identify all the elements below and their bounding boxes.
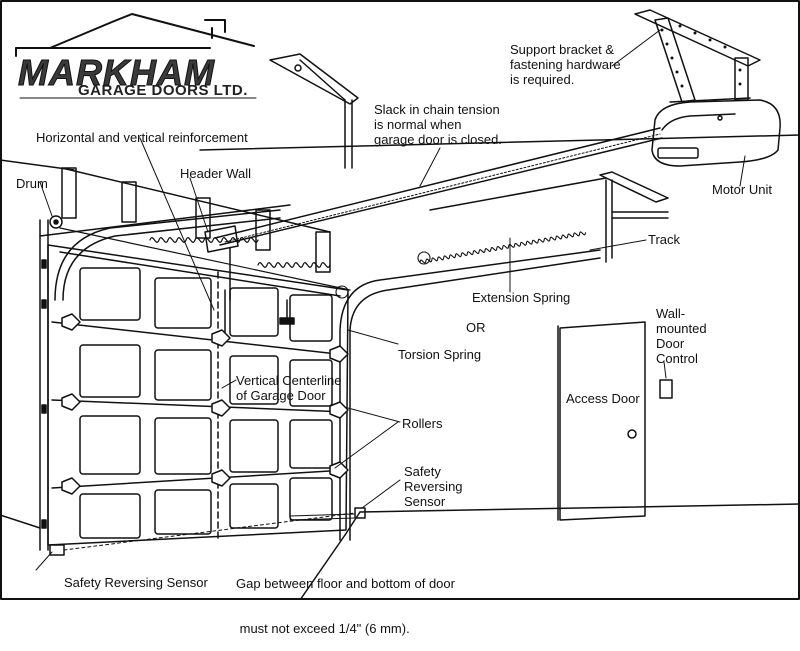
wall-control-box [659, 379, 673, 399]
right-track [339, 249, 601, 541]
logo-subtitle: GARAGE DOORS LTD. [78, 82, 248, 99]
motor-unit-label: Motor Unit [712, 182, 772, 197]
garage-illustration [0, 0, 800, 600]
opener-rail [204, 127, 663, 341]
door-hinges [61, 313, 349, 495]
extension-spring-label: Extension Spring [472, 290, 571, 305]
gap-note-label: Gap between floor and bottom of door mus… [236, 576, 455, 636]
motor-unit-housing [651, 99, 781, 167]
frame-border [0, 0, 800, 600]
torsion-spring-label: Torsion Spring [398, 347, 482, 362]
left-track-curve [39, 204, 291, 301]
motor-support-bracket [634, 9, 761, 103]
access-door-label: Access Door [566, 391, 640, 406]
wall-mounted-door-control-label: Wall- mounted Door Control [656, 306, 707, 366]
drum-label: Drum [16, 176, 48, 191]
safety-reversing-sensor-right-label: Safety Reversing Sensor [404, 464, 463, 509]
logo-wordmark: MARKHAM [18, 52, 215, 94]
safety-reversing-sensor-bottom-label: Safety Reversing Sensor [64, 575, 208, 590]
rollers-label: Rollers [402, 416, 443, 431]
track-label: Track [648, 232, 681, 247]
extension-spring [335, 231, 586, 299]
safety-sensors [49, 507, 366, 556]
slack-chain-label: Slack in chain tension is normal when ga… [374, 102, 502, 147]
diagram-canvas: MARKHAM GARAGE DOORS LTD. Support bracke… [0, 0, 800, 636]
or-label: OR [466, 320, 486, 335]
left-vertical-track [39, 219, 49, 551]
horizontal-vertical-reinforcement-label: Horizontal and vertical reinforcement [36, 130, 248, 145]
logo-house-outline [15, 13, 257, 99]
drum [49, 215, 63, 229]
room-walls [0, 134, 800, 600]
support-bracket-label: Support bracket & fastening hardware is … [510, 42, 621, 87]
reinforcement-bracket [269, 53, 359, 169]
access-door [557, 321, 646, 521]
track-hanger [429, 171, 669, 263]
header-wall-label: Header Wall [180, 166, 252, 181]
leader-lines [35, 29, 746, 571]
vertical-centerline-label: Vertical Centerline of Garage Door [236, 373, 342, 403]
